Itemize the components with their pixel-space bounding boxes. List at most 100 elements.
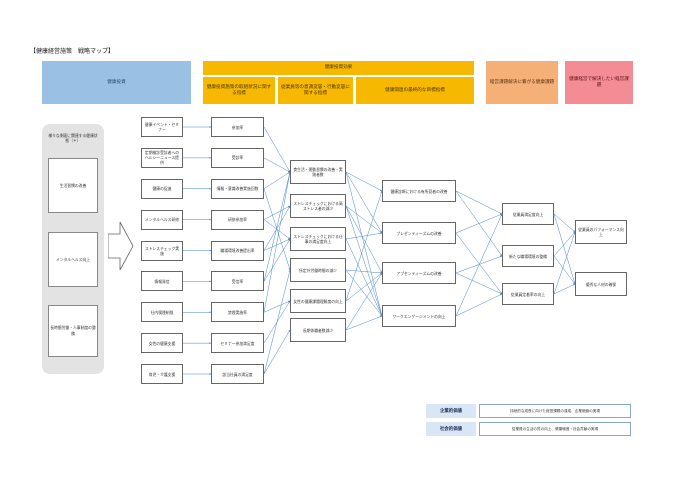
behavior-box: ストレスチェックにおける仕事の満足度向上 xyxy=(290,227,346,251)
indicator-box-label: 受診率 xyxy=(231,155,244,161)
measure-box-label: メンタルヘルス研修 xyxy=(144,217,180,223)
challenge-box-label: 新たな職場環境の整備 xyxy=(509,253,547,259)
measure-box-label: 健康イベント・セミナー xyxy=(144,122,180,132)
header-goal: 健康経営で解決したい経営課題 xyxy=(565,61,633,104)
connector-arrow xyxy=(553,213,576,285)
indicator-box: 情報・意識改善実施回数 xyxy=(211,178,264,199)
measure-box: 女性の健康支援 xyxy=(141,333,183,354)
indicator-box: 研修参加率 xyxy=(211,209,264,230)
header-effect-sub1-label: 健康投資施策の取組状況に関する指標 xyxy=(206,84,272,96)
connector-arrow xyxy=(345,269,383,274)
behavior-box-label: 長期休職者数減少 xyxy=(302,327,334,333)
connector-arrow xyxy=(345,190,383,302)
measure-box: 社内喫煙制限 xyxy=(141,302,183,323)
connector-arrow xyxy=(553,231,576,295)
connector-arrow xyxy=(263,126,291,173)
connector-arrow xyxy=(455,213,503,234)
challenge-box: 新たな職場環境の整備 xyxy=(502,245,554,267)
connector-arrow xyxy=(455,293,503,317)
behavior-box: 所定外労働時間の減少 xyxy=(290,258,346,282)
final-box: ワークエンゲージメントの向上 xyxy=(382,305,456,327)
connector-arrow xyxy=(263,171,291,189)
footer-label-social: 社会的価値 xyxy=(426,422,476,436)
behavior-box-label: 所定外労働時間の減少 xyxy=(299,267,337,273)
connector-arrow xyxy=(263,157,291,173)
measure-box: 健康の促進 xyxy=(141,178,183,199)
flow-arrow-icon xyxy=(108,221,134,271)
connector-arrow xyxy=(263,269,291,375)
health-state-panel-title: 様々な側面に関連する健康状態（＊） xyxy=(48,133,98,143)
measure-box-label: 育児・介護支援 xyxy=(148,371,176,377)
indicator-box: 該当社員の満足度 xyxy=(211,364,264,384)
connector-arrow xyxy=(263,171,291,313)
indicator-box-label: 職場環境改善提出率 xyxy=(220,248,255,253)
connector-arrow xyxy=(345,171,383,234)
indicator-box-label: 禁煙実施率 xyxy=(228,309,247,315)
header-effect-sub3-label: 健康関連の最終的な目標指標 xyxy=(385,87,445,93)
behavior-box-label: ストレスチェックにおける仕事の満足度向上 xyxy=(293,234,343,244)
page-title: 【健康経営施策 戦略マップ】 xyxy=(30,48,115,55)
health-state-item-label: 生活習慣の改善 xyxy=(59,182,87,188)
measure-box: 定期検診受診者へのヘルシーニュース提供 xyxy=(141,147,183,168)
final-box-label: ワークエンゲージメントの向上 xyxy=(392,313,446,319)
challenge-box-label: 従業員満足度向上 xyxy=(512,211,544,217)
header-effect-sub2-label: 従業員等の意識変容・行動変容に関する指標 xyxy=(281,84,350,96)
measure-box-label: ストレスチェック実施 xyxy=(144,245,180,256)
connector-arrow xyxy=(553,255,576,285)
header-effect-sub1: 健康投資施策の取組状況に関する指標 xyxy=(203,77,275,104)
footer-text-value: 持続的な成長に向けた経営課題の達成、企業価値の実現 xyxy=(510,408,600,413)
behavior-box-label: 食生活・運動習慣の改善・実践者数 xyxy=(293,167,343,177)
indicator-box: 禁煙実施率 xyxy=(211,302,264,323)
indicator-box: 受診率 xyxy=(211,147,264,168)
connector-arrow xyxy=(263,300,291,313)
health-state-item-label: メンタルヘルス向上 xyxy=(55,256,91,262)
final-box-label: プレゼンティーズムの改善 xyxy=(396,230,442,236)
connector-arrow xyxy=(345,232,383,240)
indicator-box: 受信率 xyxy=(211,271,264,292)
final-box: 健康診断における有所見者の改善 xyxy=(382,180,456,202)
header-challenge: 経営課題解決に繋がる健康課題 xyxy=(486,61,558,104)
connector-arrow xyxy=(455,232,503,295)
connector-arrow xyxy=(263,188,291,271)
connector-arrow xyxy=(345,205,383,234)
connector-arrow xyxy=(263,238,291,282)
measure-box-label: 女性の健康支援 xyxy=(148,340,176,346)
connector-arrow xyxy=(263,238,291,251)
measure-box-label: 情報発信 xyxy=(154,278,170,284)
connector-arrow xyxy=(263,171,291,282)
challenge-box: 従業員定着率の向上 xyxy=(502,283,554,305)
final-box: アブセンティーズムの改善 xyxy=(382,262,456,284)
indicator-box-label: 参加率 xyxy=(231,124,244,130)
connector-arrow xyxy=(553,231,576,257)
connector-arrow xyxy=(345,272,383,302)
header-investment: 健康投資 xyxy=(42,61,191,104)
behavior-box: 長期休職者数減少 xyxy=(290,318,346,342)
header-effect-sub2: 従業員等の意識変容・行動変容に関する指標 xyxy=(278,77,353,104)
footer-label-text: 社会的価値 xyxy=(440,427,462,432)
header-effect: 健康投資効果 xyxy=(203,61,474,75)
behavior-box: 食生活・運動習慣の改善・実践者数 xyxy=(290,160,346,184)
health-state-item: 長時間労働・人事制度の整備 xyxy=(48,305,98,357)
measure-box: メンタルヘルス研修 xyxy=(141,209,183,230)
connector-arrow xyxy=(345,171,383,317)
connector-arrow xyxy=(553,283,576,295)
measure-box: 情報発信 xyxy=(141,271,183,292)
challenge-box-label: 従業員定着率の向上 xyxy=(510,291,546,297)
health-state-item-label: 長時間労働・人事制度の整備 xyxy=(50,325,96,336)
connector-arrow xyxy=(345,315,383,331)
indicator-box: 参加率 xyxy=(211,117,264,137)
footer-label-corporate: 企業的価値 xyxy=(426,404,476,418)
header-effect-label: 健康投資効果 xyxy=(324,65,353,70)
connector-arrow xyxy=(345,205,383,317)
connector-arrow xyxy=(345,272,383,331)
indicator-box-label: 研修参加率 xyxy=(228,217,247,223)
health-state-item: メンタルヘルス向上 xyxy=(48,232,98,287)
footer-label-text: 企業的価値 xyxy=(440,409,462,414)
footer-text-corporate: 持続的な成長に向けた経営課題の達成、企業価値の実現 xyxy=(479,404,631,418)
footer-text-social: 従業員の生活の質の向上、健康増進・社会貢献の実現 xyxy=(479,422,631,436)
challenge-box: 従業員満足度向上 xyxy=(502,203,554,225)
final-box-label: アブセンティーズムの改善 xyxy=(396,270,442,276)
measure-box-label: 社内喫煙制限 xyxy=(150,309,174,315)
measure-box: 育児・介護支援 xyxy=(141,364,183,384)
